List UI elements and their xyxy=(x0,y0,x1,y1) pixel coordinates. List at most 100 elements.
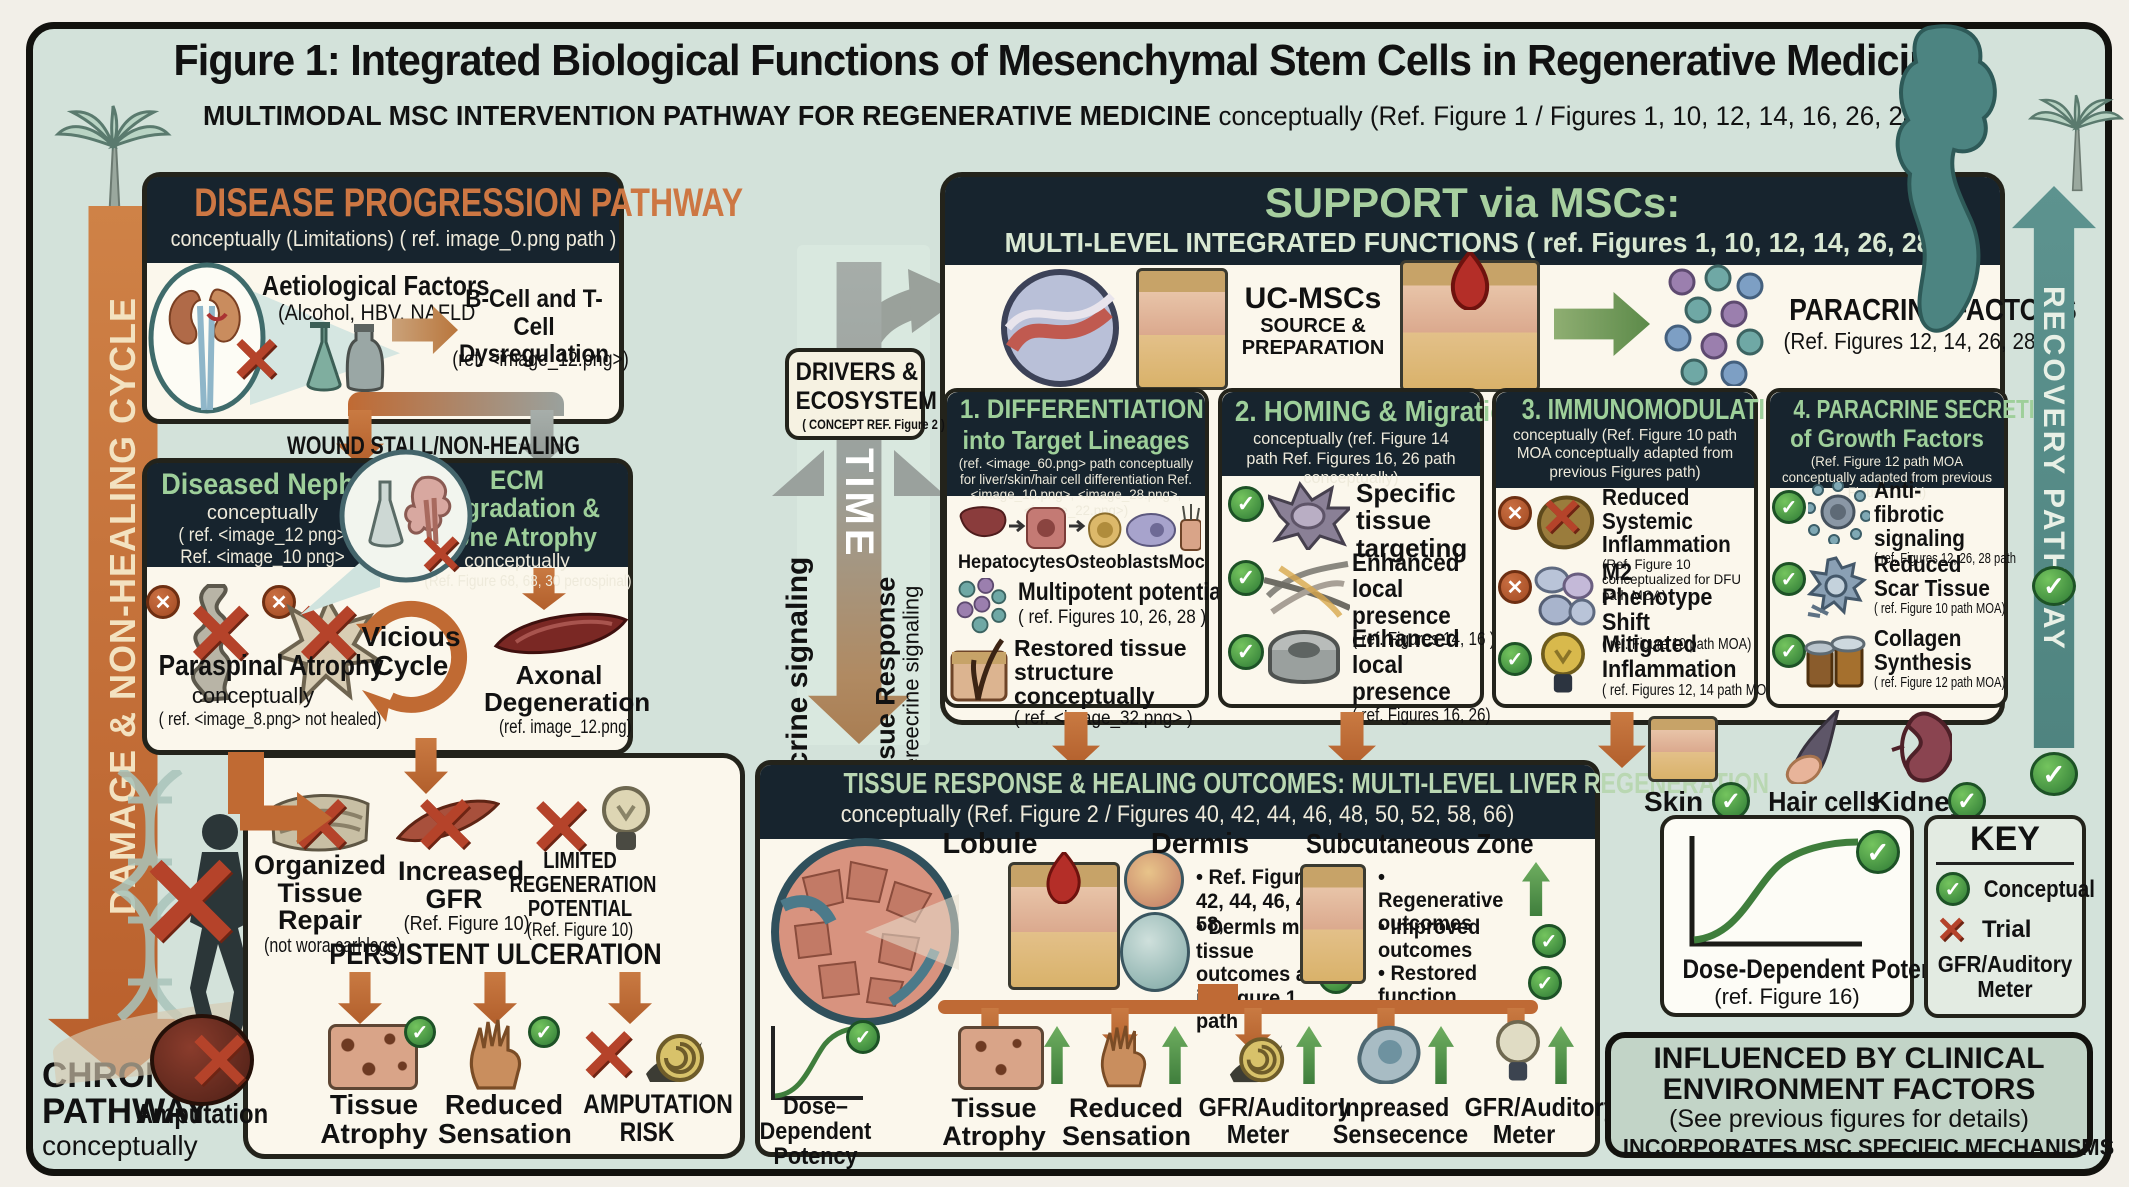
tissue-swatch-icon xyxy=(958,1026,1044,1090)
mitigated-label: Mitigated Inflammation ( ref. Figures 12… xyxy=(1602,631,1780,700)
persistent-ulceration-label: PERSISTENT ULCERATION xyxy=(329,938,662,971)
lineage-labels: Hepatocytes Osteoblasts Moc xyxy=(958,552,1205,573)
vicious-cycle-icon xyxy=(356,600,468,722)
kidney-x-mark xyxy=(230,330,282,392)
key-title: KEY xyxy=(1970,820,2040,858)
key-conceptual: Conceptual xyxy=(1983,876,2095,903)
dose-box-title: Dose-Dependent Potency xyxy=(1682,954,1961,984)
column3-header: 3. IMMUNOMODULATION conceptually (Ref. F… xyxy=(1496,392,1800,488)
disease-title: DISEASE PROGRESSION PATHWAY xyxy=(194,181,744,225)
check-icon xyxy=(1498,642,1532,676)
key-divider xyxy=(1936,862,2074,865)
liver-histology-icon xyxy=(771,838,959,1026)
cross-badge-icon xyxy=(1498,570,1532,604)
outcome-gfr2: GFR/Auditory Meter xyxy=(1464,1092,1617,1150)
outcome-dose: Dose–Dependent Potency xyxy=(759,1093,872,1171)
subtitle-main: MULTIMODAL MSC INTERVENTION PATHWAY FOR … xyxy=(203,100,1212,131)
hair-follicle-icon xyxy=(950,638,1008,702)
outcome-connector-stub xyxy=(1198,984,1238,1004)
outcome-senescence: Inpreased Sensecence xyxy=(1332,1092,1469,1150)
subtitle-note: conceptually (Ref. Figure 1 / Figures 1,… xyxy=(1218,101,1926,131)
magnifier-circle xyxy=(1124,850,1184,910)
outcome-sensation: Reduced Sensation xyxy=(1062,1093,1192,1152)
msc-cell-icon xyxy=(1268,480,1350,550)
palm-tree-icon xyxy=(54,105,172,222)
lobule-wound-icon xyxy=(1046,852,1081,904)
snail-icon xyxy=(646,1034,704,1082)
hair-cell-icon xyxy=(1785,710,1840,784)
hand-icon xyxy=(1100,1025,1147,1088)
vessel-magnifier-icon xyxy=(1001,269,1119,387)
wound-stall-label: WOUND STALL/NON-HEALING xyxy=(287,432,580,460)
column4-header: 4. PARACRINE SECRETION of Growth Factors… xyxy=(1770,392,2066,500)
column1-header: 1. DIFFERENTIATION into Target Lineages … xyxy=(947,392,1205,518)
axonal-label: Axonal Degeneration (ref. image_12.png) xyxy=(484,660,651,738)
skin-section-icon xyxy=(1136,268,1228,390)
column2-header: 2. HOMING & Migration conceptually (ref.… xyxy=(1222,392,1522,487)
check-icon xyxy=(2032,566,2076,606)
ucmsc-label: UC-MSCs SOURCE & PREPARATION xyxy=(1241,282,1385,359)
secreting-cell-icon xyxy=(1808,482,1870,544)
x-badge-icon xyxy=(146,585,180,619)
dose-box-ref: (ref. Figure 16) xyxy=(1714,984,1860,1009)
check-icon xyxy=(1228,634,1264,670)
m2-shift-label: M2 Phenotype Shift ( ref. Figure 10 path… xyxy=(1602,559,1752,653)
senescent-cell-icon xyxy=(1357,1025,1421,1084)
tissue-title: TISSUE RESPONSE & HEALING OUTCOMES: MULT… xyxy=(843,768,1769,800)
page-title: Figure 1: Integrated Biological Function… xyxy=(173,36,1956,85)
collagen-label: Collagen Synthesis ( ref. Figure 12 path… xyxy=(1874,625,2006,692)
check-icon xyxy=(1228,486,1264,522)
antifibrotic-label: Anti-fibrotic signaling ( ref. Figures 1… xyxy=(1874,477,2016,568)
gfr-label: Increased GFR (Ref. Figure 10) xyxy=(398,856,530,936)
limited-label: LIMITED REGENERATION POTENTIAL (Ref. Fig… xyxy=(509,847,657,942)
collagen-jars-icon xyxy=(1804,635,1866,688)
bulb-icon xyxy=(1541,632,1585,693)
lineage-cells-icon xyxy=(959,504,1201,551)
dose-potency-graph xyxy=(1689,836,1862,947)
skin-organ-icon xyxy=(1648,716,1718,782)
m2-cells-icon xyxy=(1534,566,1596,626)
paracrine-dots-icon xyxy=(1664,264,1764,386)
outcome-gfr1: GFR/Auditory Meter xyxy=(1198,1092,1351,1150)
gfr-x-mark xyxy=(412,786,477,864)
inflammation-x-mark xyxy=(1540,492,1584,544)
bulb-icon xyxy=(1496,1020,1540,1081)
check-icon xyxy=(2030,752,2078,796)
multipotent-dots-icon xyxy=(956,578,1007,634)
check-icon xyxy=(404,1016,436,1048)
hand-icon xyxy=(469,1019,522,1090)
check-icon xyxy=(1772,634,1806,668)
key-trial-x xyxy=(1936,912,1966,948)
key-meter: GFR/Auditory Meter xyxy=(1937,951,2073,1002)
magnifier-circle xyxy=(1120,912,1190,992)
page-subtitle: MULTIMODAL MSC INTERVENTION PATHWAY FOR … xyxy=(43,100,2087,132)
bulb-icon xyxy=(602,786,650,850)
subq-bullet-2: • Improved outcomes xyxy=(1378,916,1481,963)
bcell-ref: (ref. <image_12.png>) xyxy=(452,348,629,371)
outcome-reduced-sensation: Reduced Sensation xyxy=(438,1089,572,1150)
subq-label: Subcutaneous Zone xyxy=(1306,828,1534,859)
flask-icons xyxy=(306,322,385,392)
thailand-map-icon xyxy=(1895,24,1997,333)
restored-tissue-label: Restored tissue structure conceptually (… xyxy=(1014,635,1193,730)
hair-cells-label: Hair cells xyxy=(1768,786,1881,817)
amputation-label: Amputation xyxy=(135,1098,269,1129)
key-trial: Trial xyxy=(1982,916,2032,943)
time-label: TIME xyxy=(837,448,881,560)
check-icon xyxy=(846,1020,880,1054)
support-title: SUPPORT via MSCs: xyxy=(1264,179,1681,226)
palm-tree-icon xyxy=(2027,94,2125,192)
vicious-cycle-label: Vicious Cycle xyxy=(361,621,461,682)
subq-skin-block xyxy=(1300,864,1366,984)
disease-subtitle: conceptually (Limitations) ( ref. image_… xyxy=(170,226,617,251)
support-panel-header: SUPPORT via MSCs: MULTI-LEVEL INTEGRATED… xyxy=(945,177,2000,265)
influence-box: INFLUENCED BY CLINICAL ENVIRONMENT FACTO… xyxy=(1605,1032,2114,1160)
dermis-label: Dermis xyxy=(1150,828,1250,860)
tissue-subtitle: conceptually (Ref. Figure 2 / Figures 40… xyxy=(840,801,1515,828)
ring-icon xyxy=(1268,630,1340,684)
enhanced-presence-label-2: Enhanced local presence ( ref. Figures 1… xyxy=(1352,625,1491,725)
check-icon xyxy=(1532,924,1566,958)
scar-gear-icon xyxy=(1806,556,1868,618)
lobule-label: Lobule xyxy=(942,828,1038,860)
